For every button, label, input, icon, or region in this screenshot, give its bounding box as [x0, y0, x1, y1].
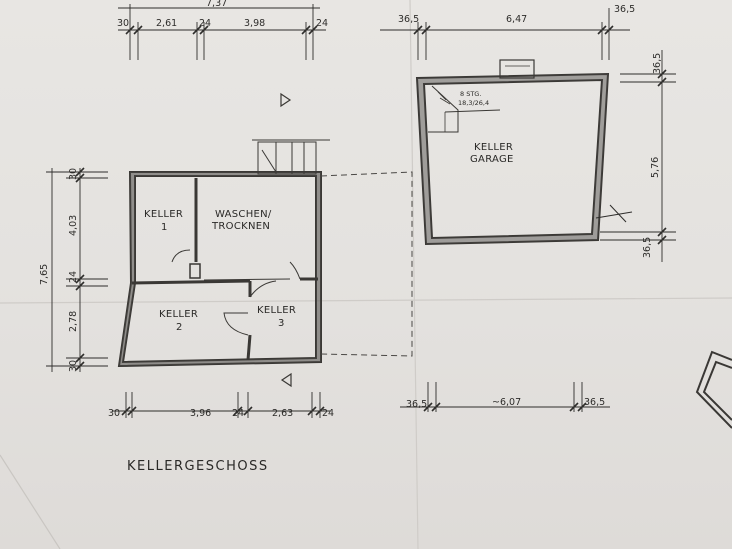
room-waschen-line1: WASCHEN/ — [215, 209, 272, 220]
dim-garage-top-2: 6,47 — [506, 14, 527, 25]
dim-top-2: 2,61 — [156, 18, 177, 29]
entrance-stair — [252, 139, 330, 175]
dim-bottom-5: 24 — [322, 408, 334, 419]
stair-label-count: 8 STG. — [460, 90, 481, 98]
door-swings — [171, 249, 301, 336]
dim-left-4: 2,78 — [68, 311, 79, 332]
house-walls — [117, 171, 322, 368]
dim-garage-bottom-2: ~6,07 — [492, 397, 521, 408]
room-keller2-number: 2 — [176, 322, 183, 333]
dim-left-5: 30 — [68, 360, 79, 372]
dimension-labels: 7,37 30 2,61 24 3,98 24 30 3,96 24 2,63 … — [39, 0, 663, 419]
adjacent-building-fragment — [695, 350, 732, 429]
dim-left-1: 30 — [68, 168, 79, 180]
dim-top-3: 24 — [199, 18, 211, 29]
dim-garage-top-1: 36,5 — [398, 14, 419, 25]
dashed-outline — [320, 171, 413, 357]
dim-bottom-1: 30 — [108, 408, 120, 419]
dim-left-3: 24 — [68, 271, 79, 283]
dim-left-overall: 7,65 — [39, 264, 50, 285]
plan-title: KELLERGESCHOSS — [127, 459, 269, 474]
garage-walls — [415, 59, 610, 246]
dim-top-5: 24 — [316, 18, 328, 29]
dim-garage-right-2: 5,76 — [650, 157, 661, 178]
dim-garage-right-1: 36,5 — [652, 53, 663, 74]
room-keller1-number: 1 — [161, 222, 168, 233]
section-markers — [280, 92, 292, 388]
dim-garage-bottom-1: 36,5 — [406, 399, 427, 410]
dim-garage-right-3: 36,5 — [642, 237, 653, 258]
room-keller2-name: KELLER — [159, 309, 198, 320]
stair-label-ratio: 18,3/26,4 — [458, 99, 489, 107]
dim-top-1: 30 — [117, 18, 129, 29]
dim-bottom-2: 3,96 — [190, 408, 211, 419]
dimension-lines — [46, 4, 676, 418]
room-garage-line1: KELLER — [474, 142, 513, 153]
room-waschen-line2: TROCKNEN — [211, 221, 270, 232]
room-labels: KELLER 1 WASCHEN/ TROCKNEN KELLER 2 KELL… — [144, 90, 514, 333]
room-keller1-name: KELLER — [144, 209, 183, 220]
dim-top-4: 3,98 — [244, 18, 265, 29]
dim-garage-top-3: 36,5 — [614, 4, 635, 15]
dim-garage-bottom-3: 36,5 — [584, 397, 605, 408]
room-keller3-name: KELLER — [257, 305, 296, 316]
room-garage-line2: GARAGE — [470, 154, 514, 165]
dim-top-overall: 7,37 — [206, 0, 227, 9]
dim-left-2: 4,03 — [68, 215, 79, 236]
dim-bottom-4: 2,63 — [272, 408, 293, 419]
room-keller3-number: 3 — [278, 318, 285, 329]
dim-bottom-3: 24 — [232, 408, 244, 419]
